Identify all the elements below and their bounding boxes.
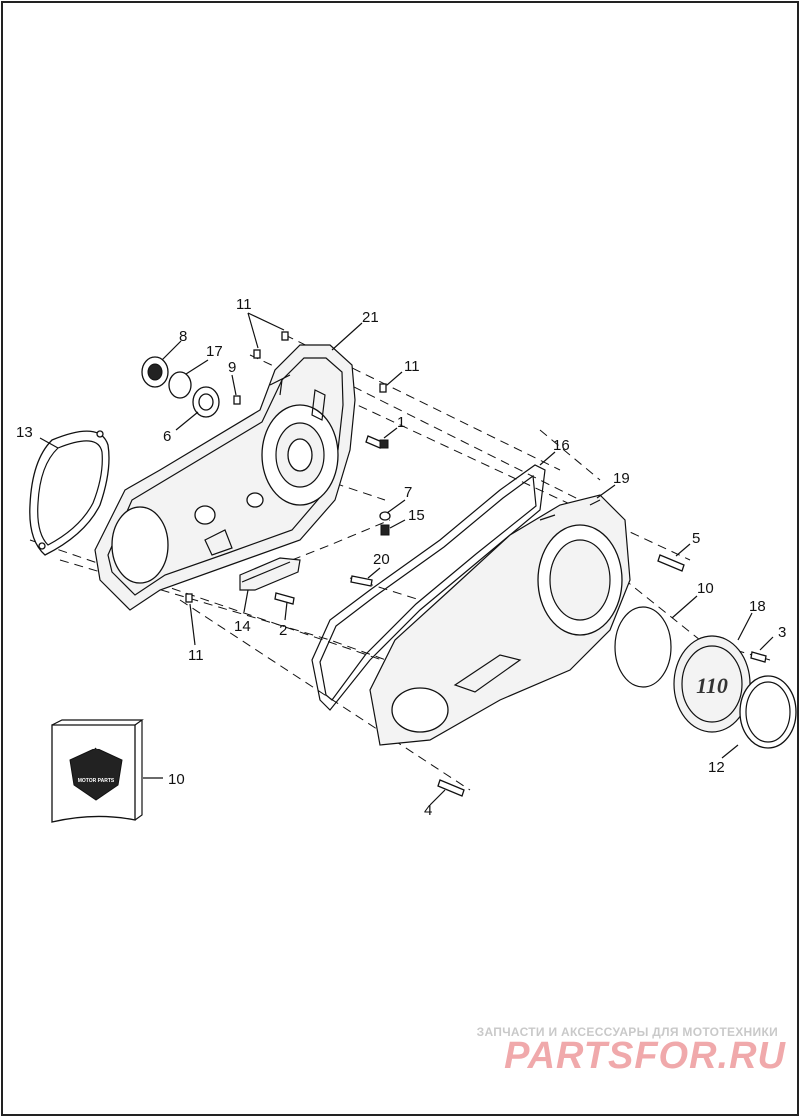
callout-9: 9 (228, 359, 236, 376)
leader-lines (39, 312, 774, 806)
callout-6: 6 (163, 428, 171, 445)
gasket-part-16 (311, 464, 546, 711)
callout-10-kit: 10 (168, 771, 185, 788)
callout-10-ring: 10 (697, 580, 714, 597)
watermark: ЗАПЧАСТИ И АКСЕССУАРЫ ДЛЯ МОТОТЕХНИКИ PA… (477, 1025, 786, 1077)
callout-7: 7 (404, 484, 412, 501)
callout-17: 17 (206, 343, 223, 360)
callout-4: 4 (424, 802, 432, 819)
watermark-logo: PARTSFOR.RU (504, 1035, 786, 1077)
gasket-part-13 (29, 430, 110, 556)
kit-box-brand-top: GENUINE (78, 742, 115, 751)
callout-19: 19 (613, 470, 630, 487)
callout-20: 20 (373, 551, 390, 568)
parts-kit-box: GENUINE MOTOR PARTS (51, 719, 144, 823)
o-ring-part-10 (614, 606, 672, 688)
callout-21: 21 (362, 309, 379, 326)
callout-2: 2 (279, 622, 287, 639)
derby-cover-part-18: 110 (673, 635, 751, 733)
watermark-tagline: ЗАПЧАСТИ И АКСЕССУАРЫ ДЛЯ МОТОТЕХНИКИ (477, 1025, 778, 1039)
outer-primary-cover-part-19 (369, 494, 631, 746)
callout-18: 18 (749, 598, 766, 615)
callout-11-top: 11 (236, 296, 252, 313)
callout-11-right: 11 (404, 358, 420, 375)
inner-primary-housing-part-21 (94, 344, 356, 611)
callout-11-bottom: 11 (188, 647, 204, 664)
gasket-part-12 (739, 675, 797, 749)
callout-12: 12 (708, 759, 725, 776)
callout-15: 15 (408, 507, 425, 524)
callout-5: 5 (692, 530, 700, 547)
callout-13: 13 (16, 424, 33, 441)
callout-3: 3 (778, 624, 786, 641)
derby-cover-mark: 110 (696, 673, 728, 698)
callout-8: 8 (179, 328, 187, 345)
tensioner-part-14 (239, 557, 301, 591)
hardware (141, 331, 767, 797)
callout-1: 1 (397, 414, 405, 431)
callout-16: 16 (553, 437, 570, 454)
callout-numbers: 1 2 3 4 5 6 7 8 9 10 10 11 11 11 12 13 1… (16, 296, 786, 819)
kit-box-brand-bottom: MOTOR PARTS (78, 778, 115, 784)
callout-14: 14 (234, 618, 251, 635)
